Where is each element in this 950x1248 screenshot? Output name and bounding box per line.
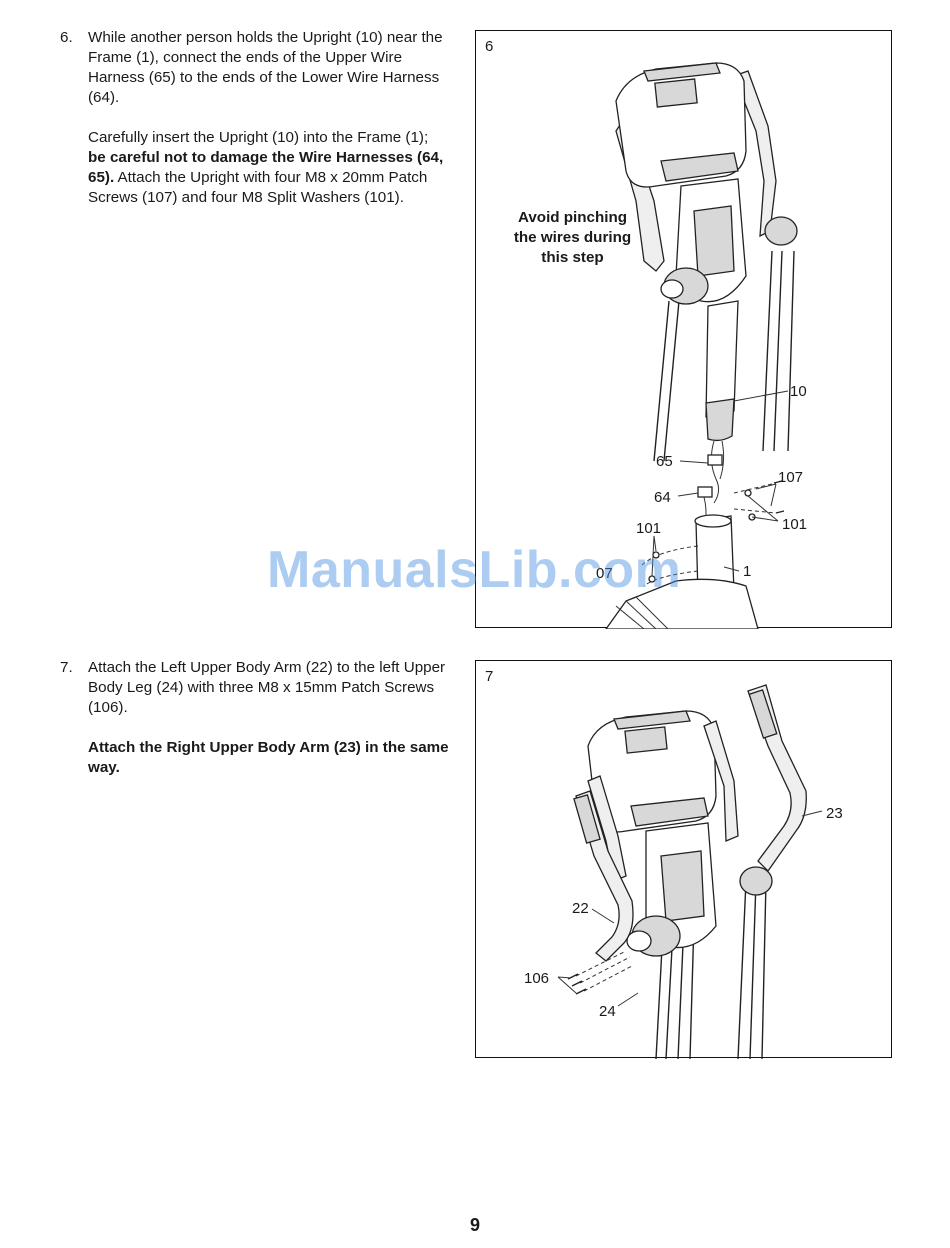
label-24: 24 [599,1003,616,1020]
label-107: 107 [778,469,803,486]
screw-alignment-left [640,545,699,587]
frame-base [605,578,759,629]
console-tray [630,797,709,827]
figure-6: 6 Avoid pinching the wires during this s… [475,30,892,629]
right-console-handle [703,720,739,842]
console-display [654,78,698,108]
leader-22 [591,908,615,924]
left-console-handle [587,775,627,882]
screw-alignment-106 [575,950,633,992]
step-6-para-1: While another person holds the Upright (… [88,29,443,106]
mast-panel [693,205,735,277]
label-107-left-partial: 07 [596,565,613,582]
wire-harness-upper [710,440,725,504]
figure-6-note: Avoid pinching the wires during this ste… [513,209,632,266]
figure-7-number: 7 [485,668,494,685]
figure-6-illustration: 10 65 64 107 101 101 07 1 [596,62,807,629]
console-top [613,710,691,730]
upright-end [705,398,735,442]
leader-10 [733,390,789,402]
label-101-left: 101 [636,520,661,537]
frame-base-detail [615,596,669,629]
step-7-text: 7. Attach the Left Upper Body Arm (22) t… [60,658,450,778]
rear-rail-lines [737,880,767,1059]
screws-right [773,480,785,514]
label-65: 65 [656,453,673,470]
watermark: ManualsLib.com [267,541,682,599]
console-display [624,726,668,754]
label-101-right: 101 [782,516,807,533]
step-7-para-1: Attach the Left Upper Body Arm (22) to t… [88,659,446,716]
figure-7-illustration: 23 22 106 24 [524,684,843,1059]
rail-lines [655,910,695,1059]
connector-65 [707,454,723,466]
right-pivot [764,216,798,246]
figure-6-number: 6 [485,38,494,55]
leader-1 [723,566,740,572]
right-pivot [739,866,773,896]
leader-107 [755,483,777,507]
step-6-para-2: Carefully insert the Upright (10) into t… [88,129,444,206]
page-number: 9 [469,1215,480,1235]
connector-64 [697,486,713,498]
step-6-warning: be careful not to damage the Wire Harnes… [88,149,444,186]
upper-body-leg-hub [626,930,652,952]
step-7-para-2: Attach the Right Upper Body Arm (23) in … [88,739,449,776]
leader-24 [617,992,639,1007]
figure-7: 7 23 22 106 24 [475,660,892,1059]
left-rail-lines [653,300,680,462]
step-6-number: 6. [60,29,73,46]
mast-panel [660,850,705,922]
label-22: 22 [572,900,589,917]
leader-23 [801,810,823,817]
leader-101-right [747,495,779,522]
label-10: 10 [790,383,807,400]
screw-alignment-right [733,482,777,514]
rear-rail-lines [762,250,795,452]
step-7-number: 7. [60,659,73,676]
label-23: 23 [826,805,843,822]
leader-101-left [651,535,657,577]
label-1: 1 [743,563,751,580]
leader-106 [557,976,577,994]
step-6-text: 6. While another person holds the Uprigh… [60,28,450,208]
leader-65 [679,460,709,464]
console-top [643,62,721,82]
washer-right-1 [744,489,752,497]
screws-106 [567,973,587,995]
left-arm-grip [573,794,601,844]
right-arm-grip [748,689,778,739]
label-106: 106 [524,970,549,987]
label-64: 64 [654,489,671,506]
leader-64 [677,492,699,497]
console-tray [660,152,739,182]
